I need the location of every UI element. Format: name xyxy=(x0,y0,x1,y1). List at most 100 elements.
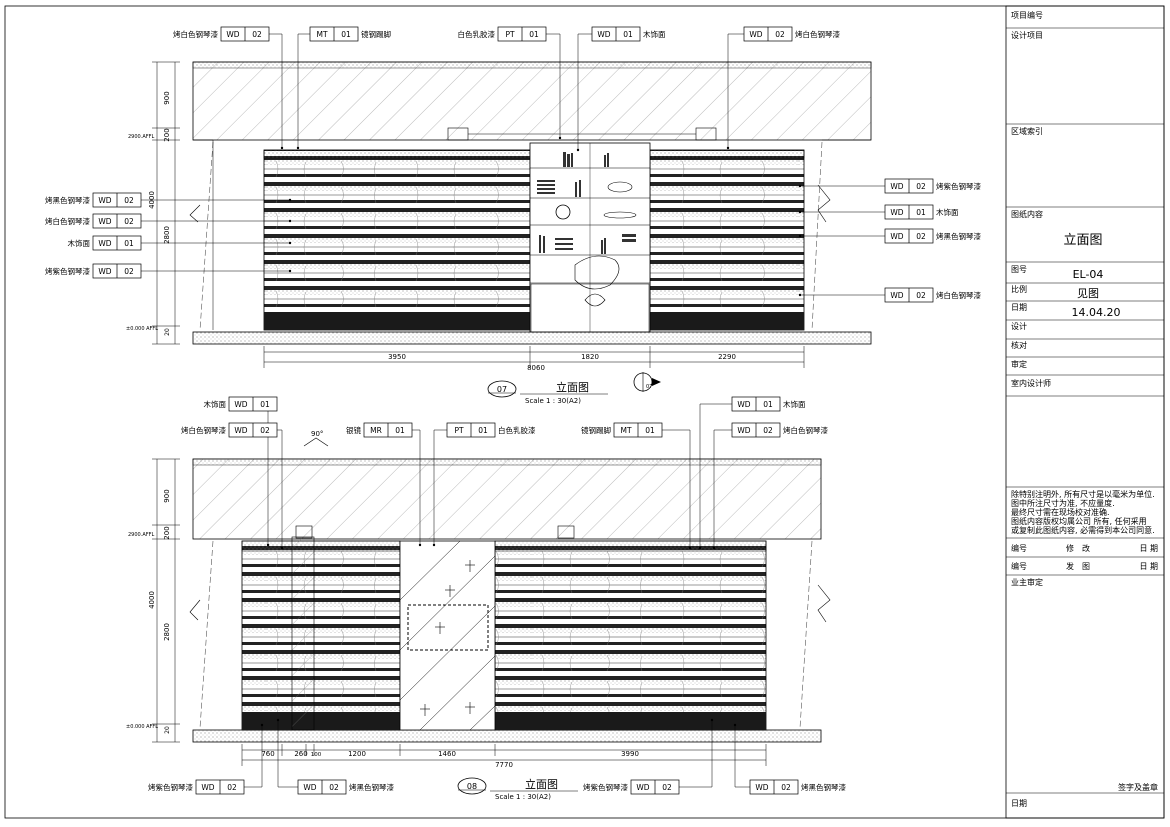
callout-leader xyxy=(727,33,744,148)
callout-code: WD xyxy=(98,239,111,248)
callout-code: MT xyxy=(316,30,327,39)
dim-h07-total: 8060 xyxy=(527,364,545,372)
callout-number: 01 xyxy=(124,239,134,248)
callout-leader-end xyxy=(260,723,264,727)
callout-leader-end xyxy=(418,543,422,547)
title-block: 项目编号 设计项目 区域索引 图纸内容 立面图 图号 EL-04 比例 见图 日… xyxy=(1005,5,1165,819)
callout-code: WD xyxy=(234,400,247,409)
tb-date-value: 14.04.20 xyxy=(1072,306,1121,319)
callout-number: 01 xyxy=(260,400,270,409)
callout-code: WD xyxy=(749,30,762,39)
bookshelf-07 xyxy=(529,142,651,333)
callout-code: WD xyxy=(890,291,903,300)
callout-leader-end xyxy=(798,210,802,214)
callout-leader-end xyxy=(288,269,292,273)
right-panel-07 xyxy=(649,149,805,331)
tb-drawing-content: 立面图 xyxy=(1063,233,1102,248)
callout-label: 烤白色钢琴漆 xyxy=(181,425,226,435)
callout-leader-end xyxy=(798,293,802,297)
section-tag-07: 07 xyxy=(646,384,652,390)
tb-note-1: 除特别注明外, 所有尺寸是以毫米为单位. xyxy=(1011,489,1155,499)
callout-leader-end xyxy=(280,546,284,550)
angle-label-08: 90° xyxy=(311,430,323,438)
floor-slab-08 xyxy=(192,729,822,743)
dim-h07-1820: 1820 xyxy=(581,353,599,361)
tb-note-4: 图纸内容版权均属公司 所有, 任何采用 xyxy=(1011,516,1147,526)
dim-v07-2800: 2800 xyxy=(163,226,171,244)
callout-leader xyxy=(433,429,447,545)
left-panel-07 xyxy=(263,149,531,331)
callout-number: 02 xyxy=(916,232,926,241)
tb-drawing-no: EL-04 xyxy=(1073,268,1104,281)
callout-code: WD xyxy=(201,783,214,792)
callout-leader xyxy=(277,720,298,788)
dim-h07-2290: 2290 xyxy=(718,353,736,361)
callout-leader xyxy=(297,33,310,148)
callout-code: PT xyxy=(505,30,515,39)
callout-leader-end xyxy=(726,146,730,150)
tb-date-label: 日期 xyxy=(1011,303,1027,312)
callout-code: WD xyxy=(737,400,750,409)
callout-label: 镜钢踢脚 xyxy=(581,425,611,435)
elevation-08-number: 08 xyxy=(467,782,477,791)
dim-v07-200: 200 xyxy=(163,128,171,141)
mirror-panel-08 xyxy=(399,540,496,731)
elevation-08-scale: Scale 1 : 30(A2) xyxy=(495,793,551,801)
callout-leader xyxy=(546,33,561,138)
dim-v08-4000: 4000 xyxy=(148,591,156,609)
callout-code: MR xyxy=(370,426,382,435)
callout-label: 烤白色钢琴漆 xyxy=(173,29,218,39)
callout-label: 银镜 xyxy=(346,425,361,435)
callout-number: 02 xyxy=(124,196,134,205)
callout-code: WD xyxy=(98,217,111,226)
dim-h08-760: 760 xyxy=(261,750,274,758)
callout-code: WD xyxy=(636,783,649,792)
dim-v08-900: 900 xyxy=(163,489,171,502)
callout-number: 01 xyxy=(478,426,488,435)
callout-code: WD xyxy=(737,426,750,435)
callout-leader xyxy=(277,429,283,548)
callout-number: 02 xyxy=(260,426,270,435)
callout-tag: MT 01 镜钢踢脚 xyxy=(581,422,692,550)
callout-leader-end xyxy=(576,148,580,152)
callout-code: MT xyxy=(620,426,631,435)
tb-rev-date-1: 日 期 xyxy=(1139,544,1158,553)
tb-scale-label: 比例 xyxy=(1011,284,1027,294)
callout-number: 01 xyxy=(645,426,655,435)
callout-number: 02 xyxy=(916,291,926,300)
tb-area-index: 区域索引 xyxy=(1011,126,1043,136)
callout-leader-end xyxy=(698,546,702,550)
callout-number: 01 xyxy=(763,400,773,409)
callout-number: 01 xyxy=(916,208,926,217)
dim-v08-20: 20 xyxy=(164,726,171,734)
tb-drawing-content-label: 图纸内容 xyxy=(1011,209,1043,219)
callout-number: 02 xyxy=(662,783,672,792)
callout-leader-end xyxy=(558,136,562,140)
tb-rev-issue: 发 图 xyxy=(1066,561,1090,571)
callout-label: 烤白色钢琴漆 xyxy=(795,29,840,39)
callout-number: 02 xyxy=(781,783,791,792)
dim-h08-1200: 1200 xyxy=(348,750,366,758)
ceiling-slab-08 xyxy=(192,458,822,540)
tb-rev-modify: 修 改 xyxy=(1066,543,1090,553)
tb-check: 核对 xyxy=(1011,340,1027,350)
elevation-07-title: 立面图 xyxy=(556,380,589,394)
dim-h08-total: 7770 xyxy=(495,761,513,769)
tb-sign-stamp: 签字及盖章 xyxy=(1118,782,1158,792)
callout-number: 02 xyxy=(227,783,237,792)
callout-number: 02 xyxy=(252,30,262,39)
